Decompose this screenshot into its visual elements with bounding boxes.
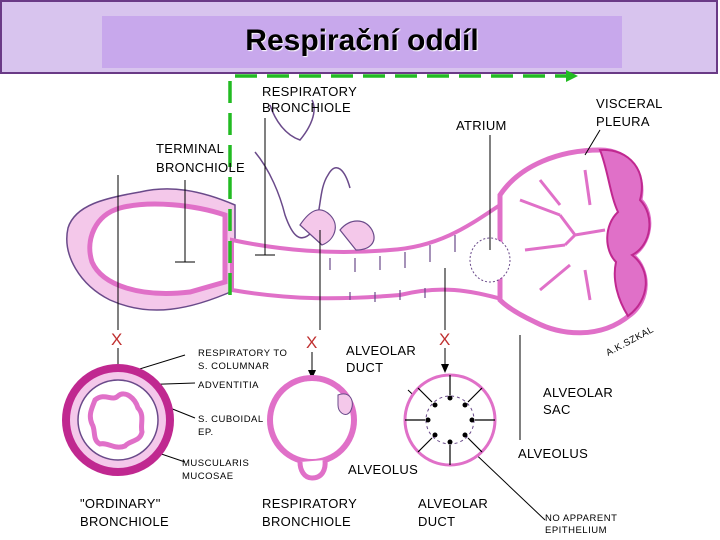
label-alveolus-right: ALVEOLUS xyxy=(518,446,588,461)
label-ordinary-bronchiole-2: BRONCHIOLE xyxy=(80,514,169,529)
x-marker-2: X xyxy=(306,333,317,352)
label-alveolar-duct-bottom-2: DUCT xyxy=(418,514,455,529)
label-respiratory-bronchiole-bottom: RESPIRATORY xyxy=(262,496,357,511)
label-ordinary-bronchiole: "ORDINARY" xyxy=(80,496,161,511)
visceral-pleura xyxy=(598,148,651,318)
label-alveolar-duct-bottom: ALVEOLAR xyxy=(418,496,488,511)
label-respiratory-bronchiole-bottom-2: BRONCHIOLE xyxy=(262,514,351,529)
label-alveolar-duct-mid: ALVEOLAR xyxy=(346,343,416,358)
label-visceral-pleura-2: PLEURA xyxy=(596,114,650,129)
label-no-apparent-2: EPITHELIUM xyxy=(545,525,607,536)
label-atrium: ATRIUM xyxy=(456,118,507,133)
respiratory-bronchiole-section xyxy=(267,375,357,481)
label-alveolar-duct-mid-2: DUCT xyxy=(346,360,383,375)
label-visceral-pleura: VISCERAL xyxy=(596,96,663,111)
label-respiratory-bronchiole-top: RESPIRATORY xyxy=(262,84,357,99)
label-muscularis: MUSCULARIS xyxy=(182,458,249,469)
label-alveolus-bottom: ALVEOLUS xyxy=(348,462,418,477)
label-s-cuboidal: S. CUBOIDAL xyxy=(198,414,264,425)
alveolar-duct-section xyxy=(403,373,497,467)
label-respiratory-bronchiole-top-2: BRONCHIOLE xyxy=(262,100,351,115)
title-box: Respirační oddíl xyxy=(102,16,622,68)
atrium-shape xyxy=(469,237,511,283)
airway-tree xyxy=(66,99,652,336)
label-muscularis-2: MUCOSAE xyxy=(182,471,234,482)
x-marker-1: X xyxy=(111,330,122,349)
label-adventitia: ADVENTITIA xyxy=(198,380,259,391)
respiratory-bronchiole-branch xyxy=(254,99,351,239)
slide-title: Respirační oddíl xyxy=(245,24,479,57)
x-marker-3: X xyxy=(439,330,450,349)
label-alveolar-sac: ALVEOLAR xyxy=(543,385,613,400)
labels: RESPIRATORY BRONCHIOLE ATRIUM VISCERAL P… xyxy=(80,84,663,536)
airway-tube xyxy=(230,201,508,303)
label-s-cuboidal-2: EP. xyxy=(198,427,214,438)
label-respiratory-to: RESPIRATORY TO xyxy=(198,348,287,359)
green-marker xyxy=(228,70,578,295)
label-alveolar-sac-2: SAC xyxy=(543,402,571,417)
label-signature: A.K.SZKAL xyxy=(604,324,656,358)
label-respiratory-to-2: S. COLUMNAR xyxy=(198,361,269,372)
title-band: Respirační oddíl xyxy=(0,0,718,74)
label-terminal-bronchiole: TERMINAL xyxy=(156,141,224,156)
label-terminal-bronchiole-2: BRONCHIOLE xyxy=(156,160,245,175)
label-no-apparent: NO APPARENT xyxy=(545,513,617,524)
ordinary-bronchiole-section xyxy=(62,364,174,476)
